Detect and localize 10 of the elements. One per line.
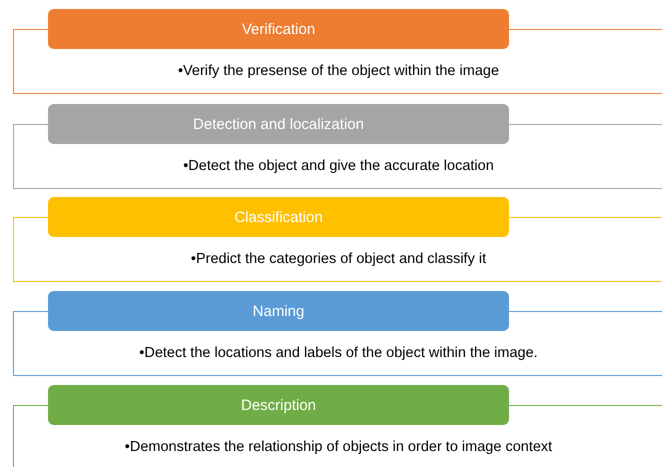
bullet-text: •Predict the categories of object and classify it: [190, 251, 488, 267]
section-heading: Naming: [48, 291, 509, 331]
bullet-text: •Verify the presense of the object within the image: [176, 63, 500, 79]
section-heading: Detection and localization: [48, 104, 509, 144]
section-heading: Verification: [48, 9, 509, 49]
bullet-text: •Demonstrates the relationship of objects in order to image context: [124, 439, 554, 455]
section-heading: Classification: [48, 197, 509, 237]
bullet-text: •Detect the object and give the accurate location: [182, 158, 495, 174]
bullet-text: •Detect the locations and labels of the object within the image.: [138, 345, 539, 361]
section-heading: Description: [48, 385, 509, 425]
